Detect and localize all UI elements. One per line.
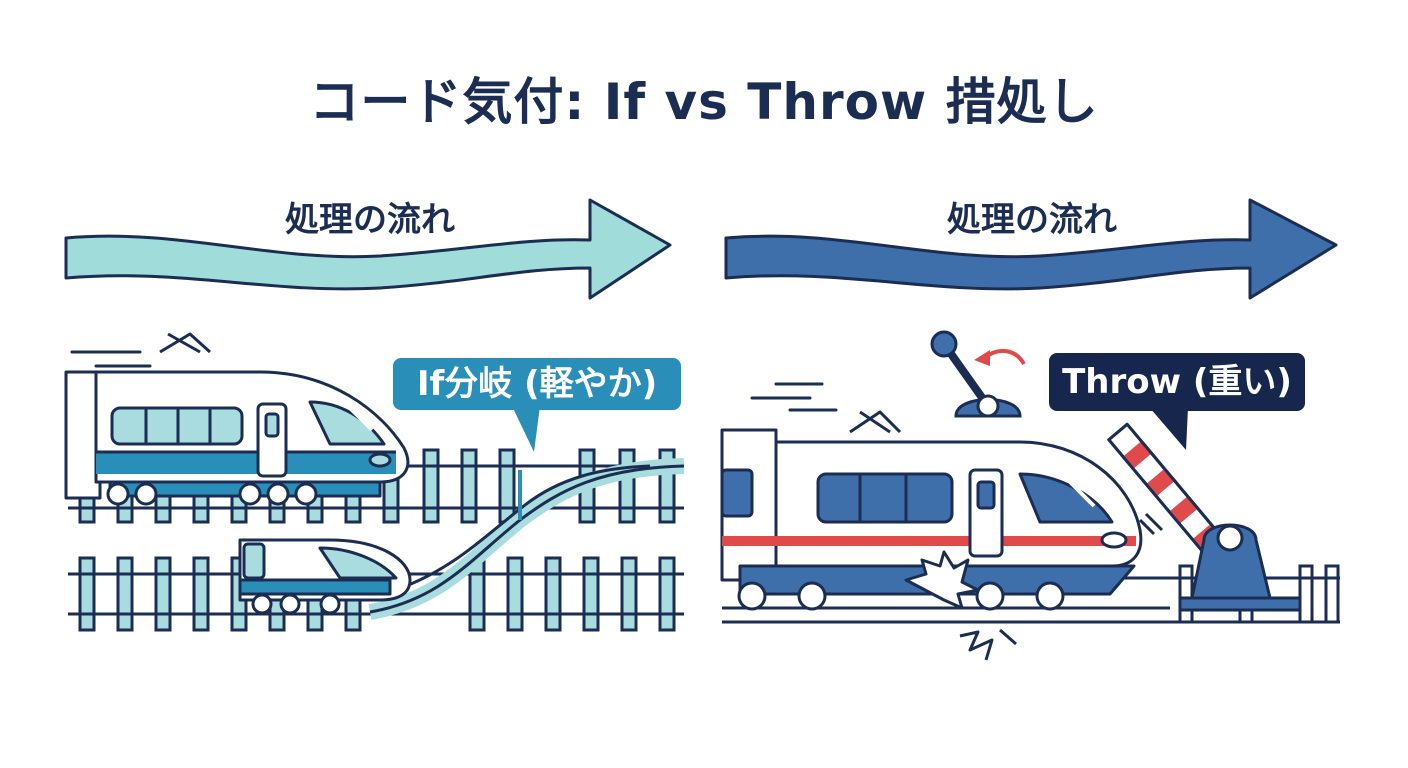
speed-lines-right-icon [750, 382, 838, 412]
flow-label-right: 処理の流れ [947, 200, 1117, 240]
diagram-title: コード気付: If vs Throw 措処し [309, 73, 1099, 131]
if-branch-bubble: If分岐 (軽やか) [393, 358, 681, 410]
flow-arrow-left-icon [64, 198, 672, 300]
diverted-train-icon [238, 538, 412, 615]
flow-label-left: 処理の流れ [285, 200, 455, 240]
bubble-tail-right-icon [1150, 408, 1188, 450]
train-left-icon [64, 332, 410, 506]
switch-track-icon [368, 458, 685, 620]
throw-bubble: Throw (重い) [1049, 353, 1305, 411]
bubble-tail-left-icon [512, 406, 540, 452]
impact-spark-icon [904, 512, 1164, 661]
speed-lines-left-icon [70, 350, 152, 368]
lever-arrowhead-icon [974, 350, 990, 366]
barrier-gate-icon [1107, 422, 1302, 612]
lever-icon [930, 330, 1022, 418]
flow-arrow-right-icon [724, 198, 1338, 300]
